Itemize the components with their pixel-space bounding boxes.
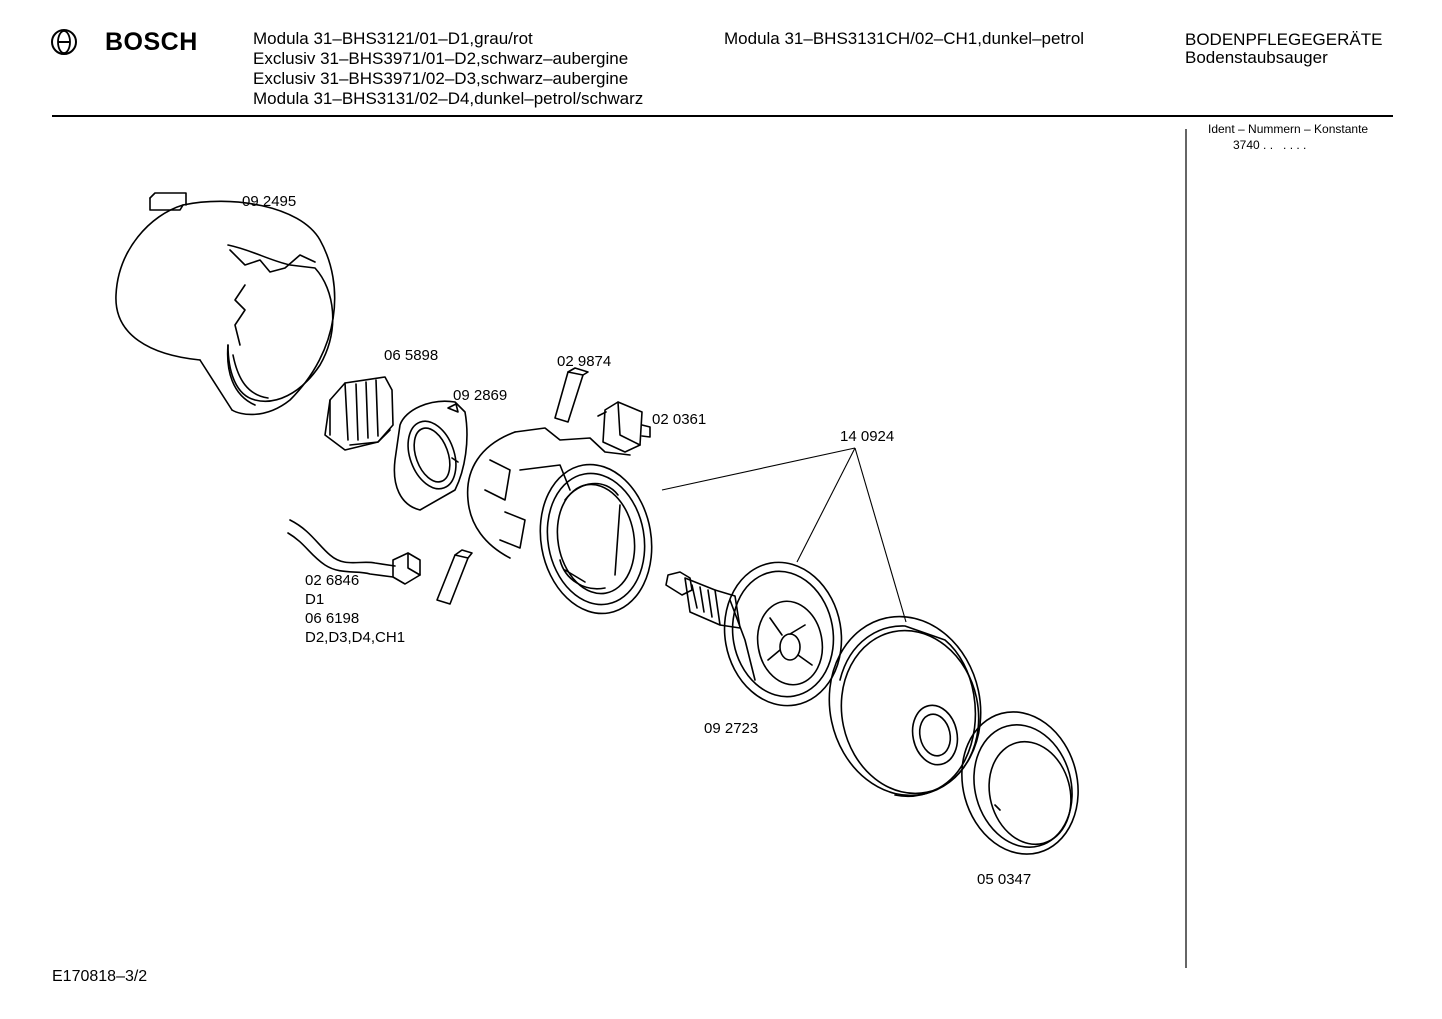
- leader-line: [796, 447, 856, 563]
- drawing-number: E170818–3/2: [52, 968, 148, 985]
- part-variant-label: D1: [305, 591, 325, 608]
- ident-title: Ident – Nummern – Konstante: [1208, 122, 1369, 136]
- suppressor-part: [597, 401, 651, 453]
- bosch-armature-icon: [51, 29, 77, 55]
- fan-cover-part: [828, 615, 982, 797]
- model-list-primary: Modula 31–BHS3121/01–D1,grau/rot Exclusi…: [253, 29, 643, 109]
- brand-name: BOSCH: [105, 28, 198, 56]
- model-line: Exclusiv 31–BHS3971/02–D3,schwarz–auberg…: [253, 69, 629, 88]
- part-label: 02 0361: [652, 411, 707, 428]
- model-line: Exclusiv 31–BHS3971/01–D2,schwarz–auberg…: [253, 49, 629, 68]
- bosch-logo: BOSCH: [50, 28, 200, 58]
- part-label: 06 6198: [305, 610, 360, 627]
- ident-value: 3740 . . . . . .: [1233, 138, 1307, 152]
- subcategory-title: Bodenstaubsauger: [1185, 48, 1328, 67]
- part-label: 02 9874: [557, 353, 612, 370]
- part-label: 05 0347: [977, 871, 1032, 888]
- category-title: BODENPFLEGEGERÄTE: [1185, 30, 1383, 49]
- connection-cable-part: [287, 519, 421, 585]
- part-label: 02 6846: [305, 572, 360, 589]
- part-label: 06 5898: [384, 347, 439, 364]
- part-label: 09 2869: [453, 387, 508, 404]
- part-label: 09 2723: [704, 720, 759, 737]
- part-label: 09 2495: [242, 193, 297, 210]
- part-variant-label: D2,D3,D4,CH1: [305, 629, 406, 646]
- armature-fan-part: [665, 561, 843, 707]
- model-line: Modula 31–BHS3131/02–D4,dunkel–petrol/sc…: [253, 89, 644, 108]
- brush-holder-part: [324, 376, 394, 451]
- carbon-brush-lower-part: [436, 549, 473, 605]
- model-line: Modula 31–BHS3121/01–D1,grau/rot: [253, 29, 533, 48]
- bearing-bracket-part: [393, 400, 468, 511]
- part-label: 14 0924: [840, 428, 895, 445]
- motor-housing-part: [115, 192, 336, 416]
- leader-line: [854, 447, 907, 623]
- model-list-secondary: Modula 31–BHS3131CH/02–CH1,dunkel–petrol: [724, 29, 1085, 48]
- stator-assembly-part: [466, 427, 653, 615]
- leader-line: [661, 447, 856, 491]
- carbon-brush-upper-part: [554, 367, 589, 423]
- seal-ring-part: [961, 711, 1079, 855]
